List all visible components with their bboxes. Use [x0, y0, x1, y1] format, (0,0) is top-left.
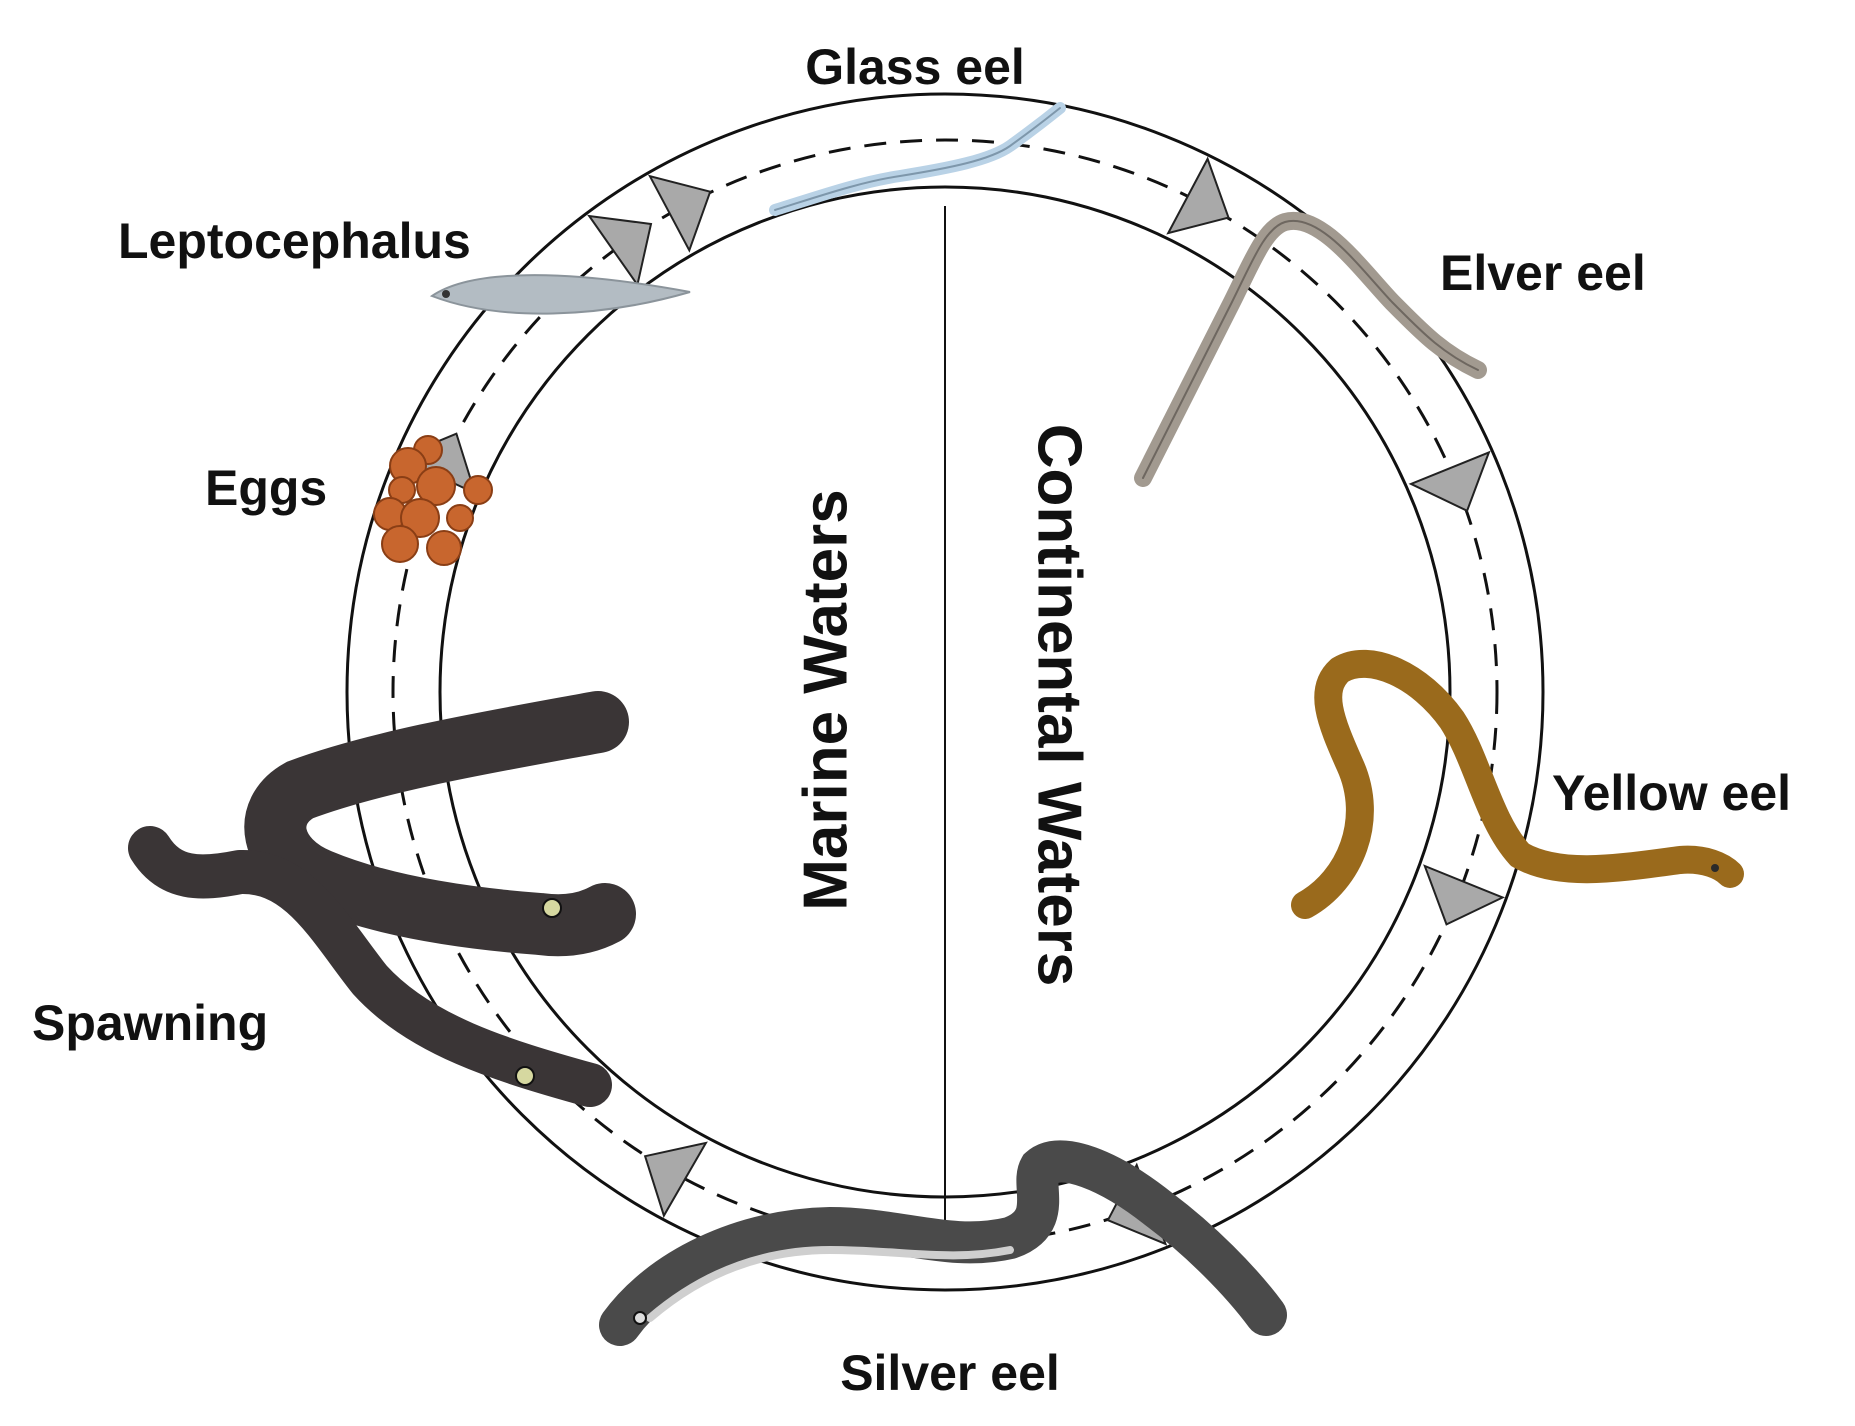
leptocephalus-eye: [442, 290, 450, 298]
yellow-eel-illustration: [1291, 649, 1744, 919]
elver-eel-illustration: [1134, 211, 1487, 487]
silver-eel-illustration: [599, 1140, 1287, 1346]
spawning-label: Spawning: [32, 995, 268, 1051]
elver-eel-line: [1142, 219, 1479, 479]
egg: [416, 466, 456, 506]
eggs-label: Eggs: [205, 460, 327, 516]
egg: [400, 498, 440, 538]
elver-eel-label: Elver eel: [1440, 245, 1646, 301]
direction-arrow: [1408, 450, 1491, 513]
direction-arrow: [1423, 864, 1506, 926]
leptocephalus-label: Leptocephalus: [118, 213, 471, 269]
silver-eel-eye: [633, 1311, 647, 1325]
spawning-eel-upper-eye: [542, 898, 562, 918]
direction-arrow: [647, 174, 712, 253]
egg: [426, 530, 462, 566]
yellow-eel-eye: [1711, 864, 1719, 872]
silver-eel-label: Silver eel: [840, 1345, 1060, 1401]
leptocephalus-body: [429, 274, 691, 315]
glass-eel-outline: [774, 107, 1061, 211]
glass-eel-label: Glass eel: [805, 39, 1025, 95]
marine-waters-label: Marine Waters: [791, 489, 860, 911]
direction-arrow: [1166, 156, 1230, 235]
yellow-eel-body: [1291, 649, 1744, 919]
egg: [381, 525, 419, 563]
elver-eel-body: [1134, 211, 1487, 487]
eggs-illustration: [373, 435, 493, 566]
silver-eel-belly: [646, 1245, 1014, 1322]
leptocephalus-illustration: [429, 274, 691, 315]
silver-eel-body: [599, 1140, 1287, 1346]
direction-arrow: [643, 1141, 708, 1219]
egg: [463, 475, 493, 505]
spawning-eels-illustration: [128, 691, 636, 1107]
glass-eel-body: [769, 102, 1066, 216]
yellow-eel-label: Yellow eel: [1552, 765, 1791, 821]
continental-waters-label: Continental Waters: [1025, 424, 1094, 987]
glass-eel-illustration: [769, 102, 1066, 216]
ring-outer: [345, 92, 1545, 1292]
egg: [446, 504, 474, 532]
direction-arrow: [587, 214, 653, 288]
spawning-eel-lower-body: [128, 826, 612, 1107]
spawning-eel-lower-eye: [515, 1066, 535, 1086]
